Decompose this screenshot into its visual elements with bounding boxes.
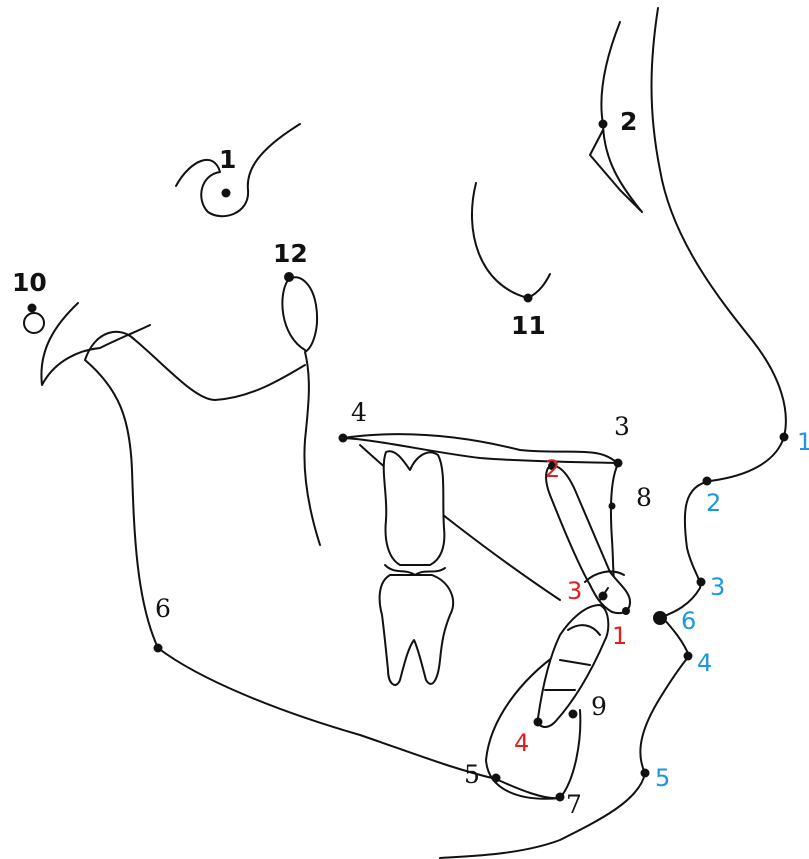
soft-tissue-label-6: 6 [681, 607, 696, 635]
landmark-point [609, 503, 616, 510]
skeletal-label-12: 12 [273, 239, 308, 268]
soft-tissue-label-2: 2 [706, 489, 721, 517]
landmark-point [684, 652, 693, 661]
landmark-point [653, 611, 667, 625]
skeletal-label-9: 9 [591, 692, 607, 721]
landmark-point [556, 793, 565, 802]
landmark-point [492, 774, 501, 783]
dental-label-3: 3 [567, 577, 582, 605]
soft-tissue-label-4: 4 [697, 649, 712, 677]
dental-label-4: 4 [514, 729, 529, 757]
skeletal-label-5: 5 [464, 760, 480, 789]
landmark-point [703, 477, 712, 486]
landmark-point [154, 644, 163, 653]
landmark-point [284, 272, 294, 282]
dental-label-2: 2 [545, 455, 560, 483]
skeletal-label-8: 8 [636, 483, 652, 512]
soft-tissue-label-3: 3 [710, 573, 725, 601]
mandible-outline [85, 332, 580, 798]
sella-turcica [176, 124, 300, 216]
skeletal-label-1: 1 [219, 145, 236, 174]
soft-tissue-label-1: 1 [797, 428, 809, 456]
landmark-point [697, 578, 706, 587]
skeletal-label-11: 11 [511, 311, 546, 340]
lower-molar [380, 575, 453, 685]
upper-molar [384, 451, 445, 565]
landmark-point [622, 607, 630, 615]
landmark-point [641, 769, 650, 778]
soft-tissue-label-5: 5 [655, 764, 670, 792]
skeletal-label-7: 7 [566, 790, 582, 819]
upper-incisor [546, 466, 630, 613]
landmark-point [222, 189, 231, 198]
dental-label-1: 1 [612, 622, 627, 650]
landmark-point [524, 294, 533, 303]
landmark-point [599, 120, 608, 129]
soft-tissue-profile [440, 8, 786, 858]
landmark-point [28, 304, 37, 313]
skeletal-label-2: 2 [620, 107, 637, 136]
landmark-point [599, 592, 608, 601]
landmark-point [534, 718, 543, 727]
glenoid-fossa [41, 303, 150, 385]
landmark-point [780, 433, 789, 442]
skeletal-label-6: 6 [155, 594, 171, 623]
porion-circle [24, 313, 44, 333]
skeletal-label-3: 3 [614, 412, 630, 441]
landmark-point [339, 434, 348, 443]
landmark-point [614, 459, 623, 468]
orbit-loop [282, 277, 320, 545]
skeletal-label-4: 4 [351, 398, 367, 427]
pterygomaxillary-fissure [472, 183, 550, 298]
landmark-point [569, 710, 578, 719]
skeletal-label-10: 10 [12, 268, 47, 297]
molar-occlusion [385, 565, 445, 575]
